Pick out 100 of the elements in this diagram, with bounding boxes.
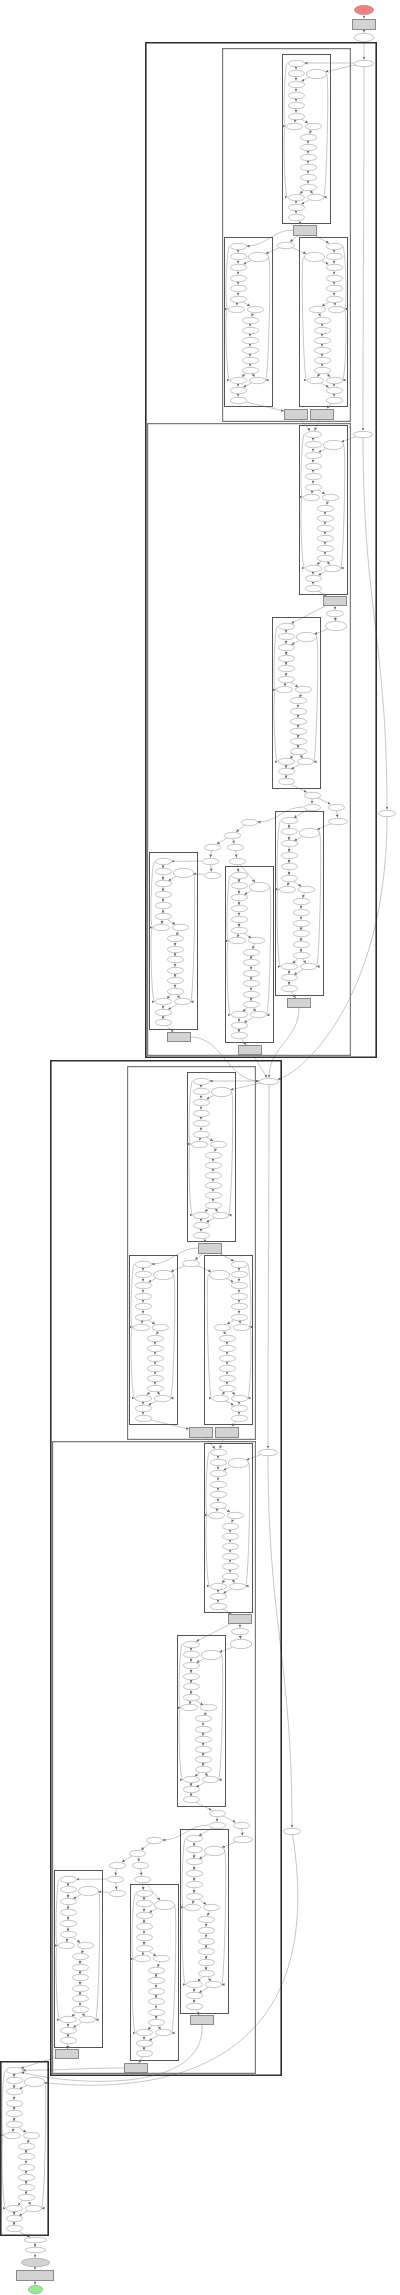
- ellipse-node: [166, 956, 184, 964]
- ellipse-node: [242, 959, 260, 967]
- ellipse-node: [230, 905, 248, 913]
- ellipse-node: [5, 2225, 23, 2233]
- ellipse-node: [304, 462, 322, 470]
- ellipse-node: [17, 2173, 35, 2181]
- ellipse-node: [192, 1098, 210, 1106]
- ellipse-node: [327, 803, 345, 811]
- ellipse-node: [242, 1000, 260, 1008]
- ellipse-node: [132, 1323, 150, 1331]
- ellipse-node: [228, 1582, 246, 1590]
- cluster-frame: [54, 1870, 103, 2048]
- ellipse-node: [185, 1981, 203, 1989]
- ellipse-node: [242, 990, 260, 998]
- ellipse-node: [304, 451, 322, 459]
- ellipse-node: [203, 843, 221, 851]
- ellipse-node: [154, 1019, 172, 1027]
- ellipse-node: [241, 336, 259, 344]
- ellipse-node: [192, 1109, 210, 1117]
- ellipse-node: [204, 1181, 222, 1189]
- ellipse-node: [22, 2131, 40, 2139]
- ellipse-node: [211, 1211, 229, 1219]
- ellipse-node: [280, 828, 298, 836]
- ellipse-node: [228, 857, 246, 865]
- cluster-frame: [204, 1255, 253, 1425]
- ellipse-node: [231, 1627, 249, 1635]
- cluster-frame: [130, 1884, 179, 2061]
- ellipse-node: [287, 69, 305, 77]
- ellipse-node: [230, 882, 248, 890]
- ellipse-node: [292, 919, 310, 927]
- cluster-frame: [222, 48, 351, 422]
- ellipse-node: [292, 897, 310, 905]
- ellipse-node: [304, 564, 322, 572]
- ellipse-node: [182, 1650, 200, 1658]
- ellipse-node: [230, 1639, 252, 1649]
- box-node: [284, 408, 308, 420]
- ellipse-node: [194, 1766, 212, 1774]
- ellipse-node: [328, 817, 348, 825]
- ellipse-node: [229, 252, 247, 260]
- ellipse-node: [227, 1458, 249, 1468]
- ellipse-node: [280, 863, 298, 870]
- ellipse-node: [306, 193, 324, 201]
- ellipse-node: [20, 2257, 50, 2267]
- ellipse-node: [242, 969, 260, 977]
- ellipse-node: [204, 1151, 222, 1159]
- ellipse-node: [303, 791, 321, 799]
- ellipse-node: [299, 183, 317, 191]
- ellipse-node: [106, 1875, 124, 1883]
- ellipse-node: [242, 948, 260, 956]
- ellipse-node: [185, 1870, 203, 1878]
- ellipse-node: [241, 346, 259, 354]
- ellipse-node: [59, 2037, 77, 2045]
- ellipse-node: [209, 1602, 227, 1610]
- ellipse-node: [230, 1032, 248, 1040]
- ellipse-node: [321, 493, 339, 501]
- ellipse-node: [299, 133, 317, 141]
- ellipse-node: [277, 758, 295, 766]
- ellipse-node: [76, 1941, 94, 1949]
- ellipse-node: [287, 193, 305, 201]
- ellipse-node: [209, 1140, 227, 1148]
- ellipse-node: [295, 632, 317, 643]
- ellipse-node: [299, 173, 317, 181]
- box-node: [310, 408, 334, 420]
- ellipse-node: [230, 893, 248, 901]
- ellipse-node: [277, 622, 295, 630]
- ellipse-node: [135, 1889, 153, 1897]
- ellipse-node: [134, 1313, 152, 1321]
- ellipse-node: [201, 1776, 219, 1784]
- ellipse-node: [134, 1292, 152, 1300]
- ellipse-node: [221, 1552, 239, 1560]
- ellipse-node: [185, 1846, 203, 1854]
- ellipse-node: [147, 2008, 165, 2016]
- ellipse-node: [287, 59, 305, 67]
- ellipse-node: [71, 1995, 89, 2003]
- ellipse-node: [209, 1501, 227, 1509]
- ellipse-node: [185, 1835, 203, 1843]
- cluster-frame: [299, 237, 348, 407]
- ellipse-node: [218, 1354, 236, 1362]
- ellipse-node: [135, 2050, 153, 2058]
- ellipse-node: [192, 1231, 210, 1239]
- ellipse-node: [134, 1404, 152, 1412]
- ellipse-node: [259, 1077, 279, 1085]
- ellipse-node: [192, 1077, 210, 1085]
- ellipse-node: [353, 430, 373, 438]
- ellipse-node: [280, 852, 298, 860]
- ellipse-node: [241, 356, 259, 364]
- ellipse-node: [302, 493, 320, 501]
- ellipse-node: [203, 1845, 225, 1856]
- ellipse-node: [183, 1903, 201, 1911]
- ellipse-node: [277, 654, 295, 662]
- ellipse-node: [229, 295, 247, 303]
- ellipse-node: [166, 935, 184, 943]
- ellipse-node: [246, 305, 264, 313]
- ellipse-node: [59, 1909, 77, 1917]
- ellipse-node: [71, 1974, 89, 1982]
- box-node: [293, 224, 317, 236]
- ellipse-node: [108, 1861, 126, 1869]
- ellipse-node: [147, 2018, 165, 2026]
- ellipse-node: [154, 1008, 172, 1016]
- ellipse-node: [134, 1260, 152, 1268]
